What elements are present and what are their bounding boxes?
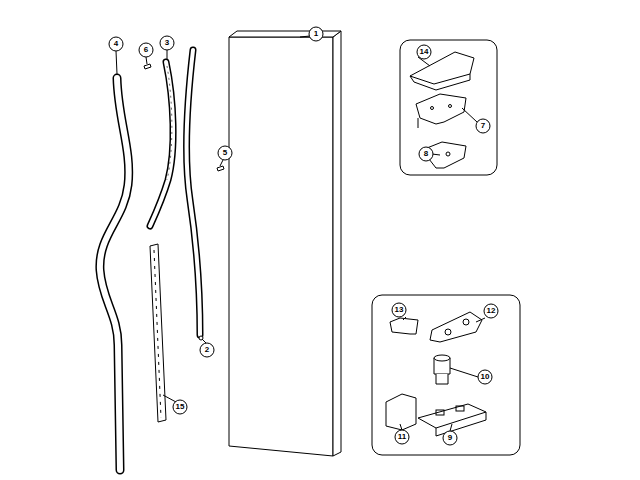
- callout-number: 6: [138, 44, 154, 56]
- callout-number: 10: [477, 371, 493, 383]
- callout-number: 2: [199, 344, 215, 356]
- callout-number: 12: [483, 305, 499, 317]
- callout-number: 7: [475, 120, 491, 132]
- callout-number: 1: [308, 28, 324, 40]
- callout-number: 4: [108, 38, 124, 50]
- callout-number: 5: [217, 147, 233, 159]
- callout-number: 13: [391, 304, 407, 316]
- callout-number: 11: [394, 431, 410, 443]
- callout-number: 3: [159, 37, 175, 49]
- callout-number: 8: [418, 148, 434, 160]
- callout-number: 9: [442, 432, 458, 444]
- callout-number: 14: [416, 46, 432, 58]
- callout-number: 15: [172, 401, 188, 413]
